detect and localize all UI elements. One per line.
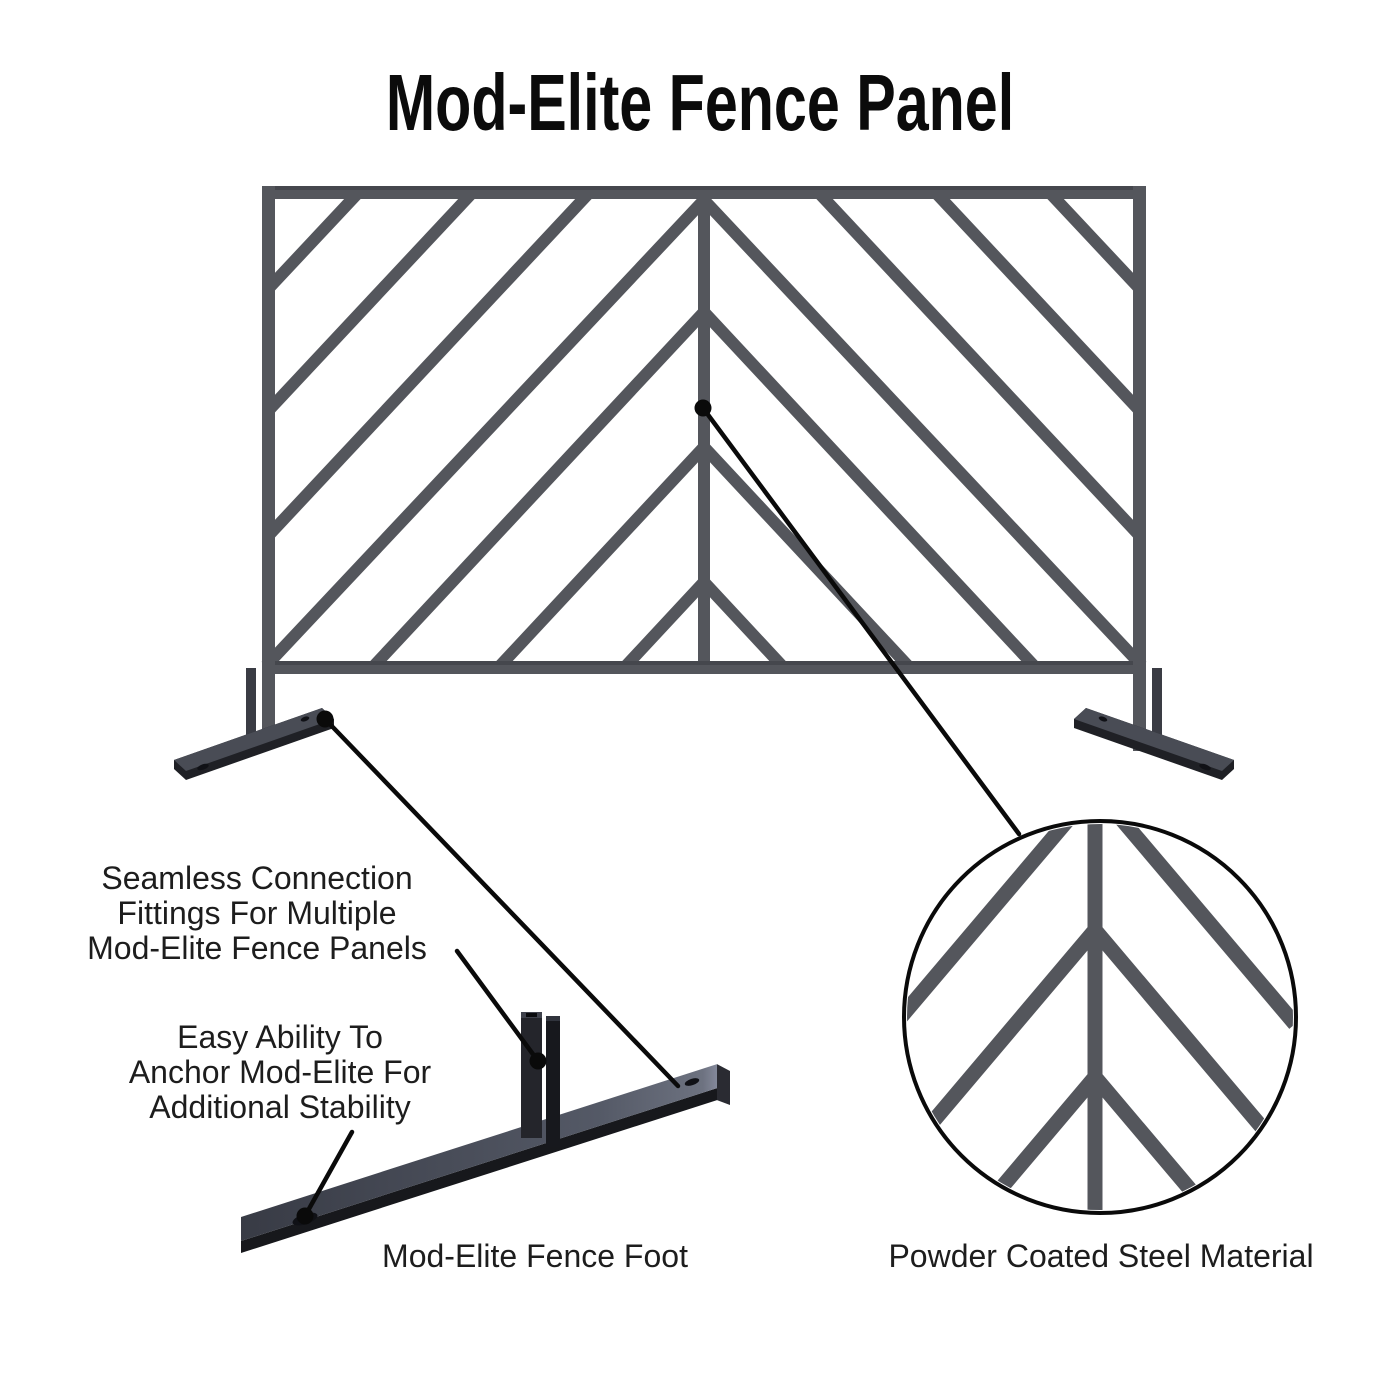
page-title: Mod-Elite Fence Panel [385, 58, 1015, 147]
detail-foot-top-face [241, 1064, 717, 1241]
fence-left-foot [174, 668, 334, 780]
annotation-anchor-ability: Easy Ability To Anchor Mod-Elite For Add… [128, 1019, 432, 1125]
fence-left-diagonals [264, 188, 594, 540]
callouts [296, 399, 1022, 1225]
left-foot-top-face [174, 708, 334, 771]
right-foot-connection-hole [1098, 716, 1108, 722]
fence-right-post [1133, 186, 1146, 751]
left-foot-connection-hole [300, 716, 310, 722]
fence-center-post [698, 193, 710, 674]
callout-dot-foot [316, 710, 334, 728]
detail-connection-hole [684, 1078, 700, 1086]
label-fence-foot: Mod-Elite Fence Foot [382, 1238, 688, 1274]
detail-foot-end-cap [717, 1064, 730, 1105]
right-foot-anchor-hole [1199, 763, 1211, 771]
fence-frame [262, 186, 1146, 751]
left-foot-anchor-hole [197, 763, 209, 771]
callout-line-foot [322, 716, 681, 1089]
label-material: Powder Coated Steel Material [888, 1238, 1314, 1274]
callout-line-anchor [302, 1129, 355, 1219]
callout-line-connection [454, 948, 541, 1064]
fence-right-foot [1074, 668, 1234, 780]
callout-dot-material [694, 399, 712, 417]
detail-rear-tube [546, 1016, 560, 1147]
material-zoom-circle [902, 819, 1298, 1215]
detail-connection-tubes [521, 1012, 560, 1147]
callout-dot-connection [529, 1052, 547, 1070]
fence-left-post [262, 186, 275, 745]
left-connection-stub [246, 668, 256, 744]
fence-panel-illustration [261, 186, 1147, 751]
annotation-connection-fittings: Seamless Connection Fittings For Multipl… [87, 860, 427, 966]
detail-front-tube [521, 1012, 542, 1138]
right-connection-stub [1152, 668, 1162, 744]
fence-right-diagonals [814, 188, 1144, 540]
callout-dot-anchor [296, 1207, 314, 1225]
magnified-chevron-pattern [907, 824, 1293, 1210]
right-foot-top-face [1074, 708, 1234, 771]
detail-foot-front-face [241, 1088, 717, 1253]
callout-line-material [700, 405, 1022, 837]
